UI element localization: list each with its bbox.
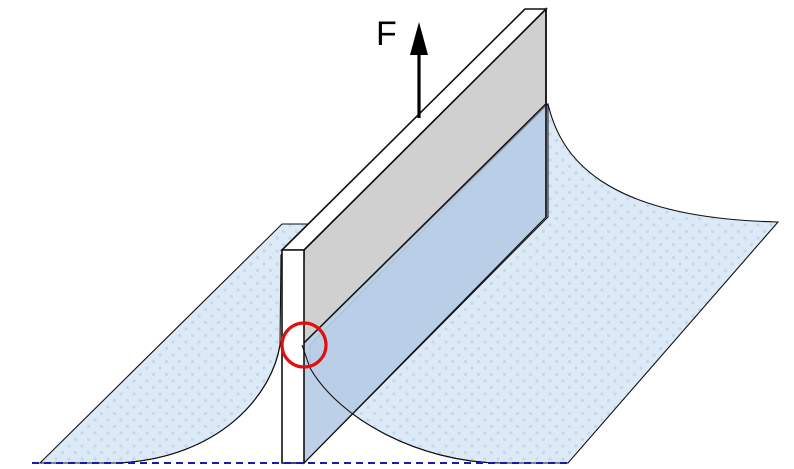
left-liquid-surface bbox=[38, 223, 310, 464]
force-label: F bbox=[376, 15, 397, 53]
circle-highlight-icon bbox=[280, 321, 328, 369]
arrow-up-icon bbox=[410, 22, 428, 118]
contact-notch bbox=[301, 344, 311, 369]
right-meniscus-curve bbox=[309, 367, 501, 464]
plate-side-edge bbox=[281, 249, 305, 464]
left-meniscus-curve bbox=[117, 344, 281, 464]
